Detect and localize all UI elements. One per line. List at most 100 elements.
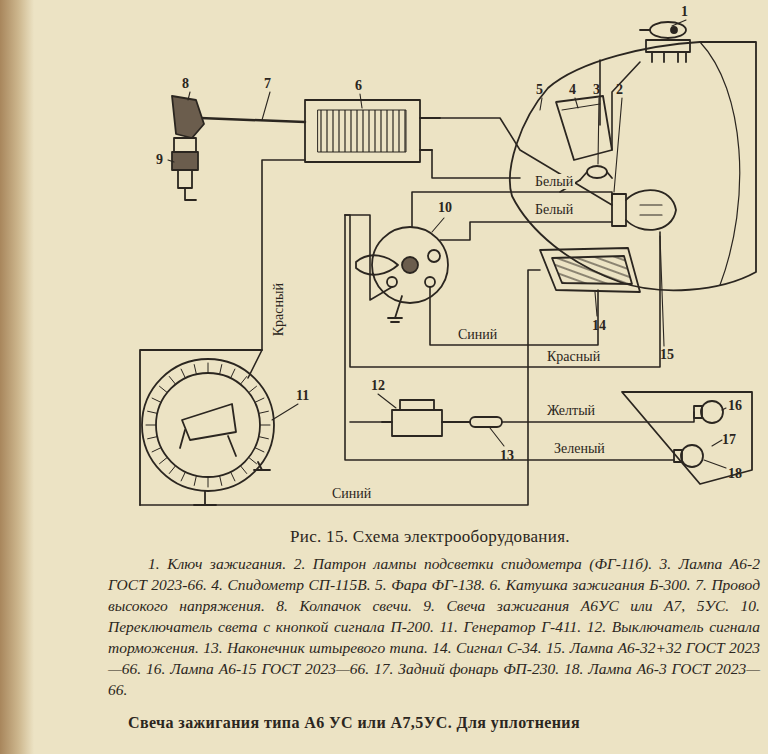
ignition-coil-part bbox=[420, 118, 440, 150]
callout-number: 1 bbox=[681, 4, 688, 19]
light-switch-part bbox=[388, 296, 402, 322]
tail-lamp-part bbox=[622, 392, 752, 484]
callout-number: 12 bbox=[371, 378, 385, 393]
wire-color-label: Белый bbox=[533, 202, 575, 217]
spark-plug-part bbox=[200, 118, 305, 122]
wire-color-label: Красный bbox=[545, 349, 602, 364]
wires-part bbox=[345, 215, 674, 460]
generator-pole-tick bbox=[181, 369, 185, 378]
generator-pole-tick bbox=[259, 411, 269, 413]
leader-lines-part bbox=[168, 160, 174, 162]
leader-lines-part bbox=[660, 236, 664, 346]
headlamp-bulb-part bbox=[626, 190, 676, 230]
callout-number: 18 bbox=[728, 466, 742, 481]
wire-color-label: Белый bbox=[533, 174, 575, 189]
generator-pole-tick bbox=[249, 386, 257, 392]
ignition-coil-part bbox=[305, 100, 420, 162]
figure-caption: Рис. 15. Схема электрооборудования. bbox=[290, 528, 570, 547]
leader-lines-part bbox=[614, 98, 622, 192]
wire-color-label: Зеленый bbox=[552, 441, 607, 456]
callout-number: 15 bbox=[660, 347, 674, 362]
generator-pole-tick bbox=[160, 457, 168, 463]
speedometer-part bbox=[562, 104, 600, 110]
wires-part bbox=[350, 421, 382, 423]
callout-number: 7 bbox=[264, 76, 271, 91]
light-switch-part bbox=[402, 257, 418, 273]
callout-number: 3 bbox=[593, 82, 600, 97]
tail-lamp-part bbox=[674, 450, 682, 462]
headlamp-bulb bbox=[612, 190, 676, 230]
leader-lines-part bbox=[378, 394, 396, 408]
wires-part bbox=[350, 215, 510, 216]
ignition-key-part bbox=[667, 38, 669, 40]
wires-part bbox=[600, 60, 640, 150]
generator-pole-tick bbox=[152, 448, 161, 452]
generator-pole-tick bbox=[208, 363, 209, 373]
spark-plug-part bbox=[178, 170, 192, 188]
callout-number: 2 bbox=[616, 82, 623, 97]
speedometer-lamp-part bbox=[587, 166, 607, 178]
generator-pole-tick bbox=[146, 425, 156, 426]
generator-pole-tick bbox=[194, 365, 196, 375]
leader-lines-part bbox=[595, 292, 597, 316]
ignition-key-part bbox=[646, 40, 690, 52]
callout-number: 4 bbox=[569, 82, 576, 97]
generator-pole-tick bbox=[148, 437, 158, 439]
wires-part bbox=[248, 160, 305, 378]
leader-lines-part bbox=[490, 428, 504, 446]
wires-part bbox=[432, 150, 520, 178]
ignition-key-part bbox=[640, 29, 650, 31]
callout-number: 14 bbox=[592, 318, 606, 333]
generator-pole-tick bbox=[220, 365, 222, 375]
callout-number: 13 bbox=[500, 448, 514, 463]
light-switch-part bbox=[428, 250, 440, 262]
light-switch-part bbox=[387, 277, 397, 287]
callout-number: 11 bbox=[296, 388, 309, 403]
speedometer-lamp-part bbox=[580, 172, 612, 180]
brake-light-switch-part bbox=[470, 417, 502, 427]
horn bbox=[540, 248, 640, 292]
leader-lines-part bbox=[432, 218, 444, 232]
leader-lines-part bbox=[540, 98, 542, 110]
parts-legend-text: 1. Ключ зажигания. 2. Патрон лампы подсв… bbox=[108, 553, 760, 700]
light-switch-part bbox=[356, 255, 398, 274]
generator-pole-tick bbox=[148, 411, 158, 413]
spark-plug-part bbox=[174, 138, 196, 152]
light-switch-part bbox=[425, 277, 435, 287]
wire-color-label: Синий bbox=[456, 327, 499, 342]
generator-part bbox=[140, 350, 262, 505]
generator-part bbox=[156, 373, 260, 477]
wires-part bbox=[345, 215, 660, 367]
spark-plug-part bbox=[172, 96, 204, 138]
generator-part bbox=[182, 404, 236, 440]
generator-pole-tick bbox=[152, 398, 161, 402]
wires-part bbox=[502, 412, 694, 422]
generator-pole-tick bbox=[249, 457, 257, 463]
spark-plug-part bbox=[172, 152, 198, 170]
ignition-coil-part bbox=[318, 110, 406, 152]
generator-pole-tick bbox=[231, 369, 235, 378]
leader-lines-part bbox=[262, 92, 270, 120]
headlamp-bulb-part bbox=[640, 205, 662, 215]
brake-light-switch-part bbox=[382, 400, 470, 422]
callout-number: 17 bbox=[722, 432, 736, 447]
callout-number: 8 bbox=[182, 76, 189, 91]
generator-part bbox=[180, 430, 236, 456]
wires-part bbox=[440, 222, 612, 240]
ignition-key-part bbox=[650, 22, 686, 38]
leader-lines-part bbox=[672, 20, 686, 26]
generator-pole-tick bbox=[240, 466, 246, 474]
generator bbox=[140, 350, 274, 505]
horn-part bbox=[552, 256, 632, 284]
wires-part bbox=[140, 270, 540, 505]
tail-lamp-part bbox=[701, 401, 723, 423]
generator-pole-tick bbox=[255, 448, 264, 452]
speedometer bbox=[556, 96, 612, 160]
leader-lines-part bbox=[575, 98, 578, 108]
spark-plug-part bbox=[185, 188, 196, 200]
ignition-key-part bbox=[652, 52, 686, 62]
callout-number: 10 bbox=[438, 200, 452, 215]
wires-part bbox=[430, 287, 598, 345]
wires-part bbox=[345, 215, 392, 300]
generator-part bbox=[194, 491, 216, 505]
